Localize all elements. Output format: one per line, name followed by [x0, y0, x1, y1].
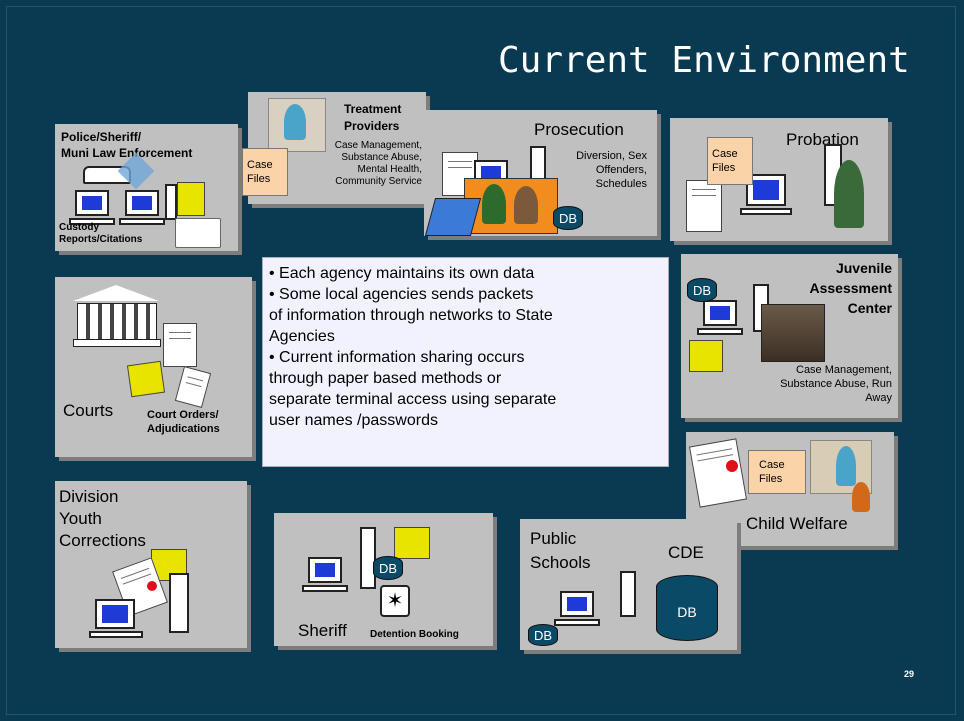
- sheriff-caption: Detention Booking: [370, 629, 459, 640]
- probation-title: Probation: [786, 130, 859, 149]
- juvenile-agency-box: Juvenile Assessment Center Case Manageme…: [681, 254, 898, 418]
- sheriff-agency-box: ✶ Sheriff Detention Booking: [274, 513, 493, 646]
- courts-agency-box: Courts Court Orders/ Adjudications: [55, 277, 252, 457]
- treatment-title-line1: Treatment: [344, 102, 402, 116]
- courts-title: Courts: [63, 401, 114, 420]
- sheriff-title: Sheriff: [298, 621, 347, 640]
- juvenile-service-1: Case Management,: [796, 364, 892, 376]
- courthouse-icon: [73, 285, 161, 347]
- child-welfare-title: Child Welfare: [746, 514, 848, 533]
- treatment-service-4: Community Service: [335, 176, 422, 187]
- person-icon: [836, 446, 856, 486]
- treatment-title-line2: Providers: [344, 119, 400, 133]
- police-caption-line1: Custody: [59, 222, 99, 233]
- case-document-icon: [689, 340, 723, 372]
- juvenile-title-line3: Center: [847, 300, 892, 316]
- slide-number: 29: [904, 669, 915, 679]
- citation-document-icon: [177, 182, 205, 216]
- courtroom-scene-icon: [464, 178, 558, 234]
- bullet-line: separate terminal access using separate: [269, 391, 557, 408]
- bullet-line: user names /passwords: [269, 412, 438, 429]
- bullet-line: through paper based methods or: [269, 370, 502, 387]
- prosecution-db-icon: DB: [553, 206, 583, 230]
- seal-icon: [147, 581, 157, 591]
- treatment-service-1: Case Management,: [334, 140, 422, 151]
- police-caption-line2: Reports/Citations: [59, 234, 143, 245]
- juvenile-title-line2: Assessment: [809, 280, 893, 296]
- building-photo-icon: [761, 304, 825, 362]
- courts-caption-line1: Court Orders/: [147, 409, 219, 421]
- schools-title-line2: Schools: [530, 553, 591, 572]
- treatment-service-3: Mental Health,: [357, 164, 422, 175]
- bullet-line: • Current information sharing occurs: [269, 349, 525, 366]
- case-files-label-line1: Case: [712, 148, 738, 160]
- bullet-line: of information through networks to State: [269, 307, 553, 324]
- seal-icon: [726, 460, 738, 472]
- probation-agency-box: Probation: [670, 118, 888, 241]
- bullet-line: • Each agency maintains its own data: [269, 265, 535, 282]
- bullet-line: Agencies: [269, 328, 335, 345]
- treatment-case-files: Case Files: [242, 148, 288, 196]
- document-icon: [174, 365, 212, 409]
- case-files-label-line2: Files: [759, 473, 783, 485]
- cde-title: CDE: [668, 543, 704, 562]
- bullet-line: • Some local agencies sends packets: [269, 286, 534, 303]
- child-icon: [852, 482, 870, 512]
- info-sharing-bullets: • Each agency maintains its own data • S…: [262, 257, 669, 467]
- prosecution-service-1: Diversion, Sex: [576, 150, 647, 162]
- dyc-title-line3: Corrections: [59, 531, 146, 550]
- document-icon: [686, 180, 722, 232]
- juvenile-title-line1: Juvenile: [835, 260, 892, 276]
- person-icon: [514, 186, 538, 224]
- child-welfare-case-files: Case Files: [748, 450, 806, 494]
- schools-title-line1: Public: [530, 529, 577, 548]
- sheriff-db-icon: DB: [373, 556, 403, 580]
- treatment-service-2: Substance Abuse,: [341, 152, 422, 163]
- courts-caption-line2: Adjudications: [147, 423, 220, 435]
- cde-db-label: DB: [677, 604, 697, 620]
- case-files-label-line2: Files: [247, 173, 271, 185]
- dyc-title-line1: Division: [59, 487, 119, 506]
- juvenile-service-2: Substance Abuse, Run: [780, 378, 892, 390]
- police-agency-box: Police/Sheriff/ Muni Law Enforcement Cus…: [55, 124, 238, 251]
- case-document-icon: [394, 527, 430, 559]
- slide-border: [6, 6, 956, 715]
- prosecution-service-3: Schedules: [595, 178, 647, 190]
- slide-title: Current Environment: [498, 40, 910, 81]
- schools-agency-box: Public Schools CDE DB: [520, 519, 737, 650]
- sheriff-badge-icon: ✶: [380, 585, 410, 617]
- case-files-label-line1: Case: [247, 159, 273, 171]
- folder-icon: [175, 218, 221, 248]
- case-files-label-line2: Files: [712, 162, 736, 174]
- person-icon: [834, 160, 864, 228]
- certificate-icon: [688, 438, 748, 508]
- police-title-line2: Muni Law Enforcement: [61, 146, 193, 160]
- prosecution-title: Prosecution: [534, 120, 624, 139]
- juvenile-db-icon: DB: [687, 278, 717, 302]
- person-icon: [482, 184, 506, 224]
- dyc-title-line2: Youth: [59, 509, 102, 528]
- dyc-agency-box: Division Youth Corrections: [55, 481, 247, 648]
- cde-database-icon: DB: [656, 575, 718, 641]
- case-files-label-line1: Case: [759, 459, 785, 471]
- court-order-icon: [126, 360, 166, 398]
- police-title-line1: Police/Sheriff/: [61, 130, 142, 144]
- person-icon: [284, 104, 306, 140]
- schools-db-icon: DB: [528, 624, 558, 646]
- probation-case-files: Case Files: [707, 137, 753, 185]
- document-icon: [163, 323, 197, 367]
- prosecution-service-2: Offenders,: [595, 164, 647, 176]
- juvenile-service-3: Away: [865, 392, 892, 404]
